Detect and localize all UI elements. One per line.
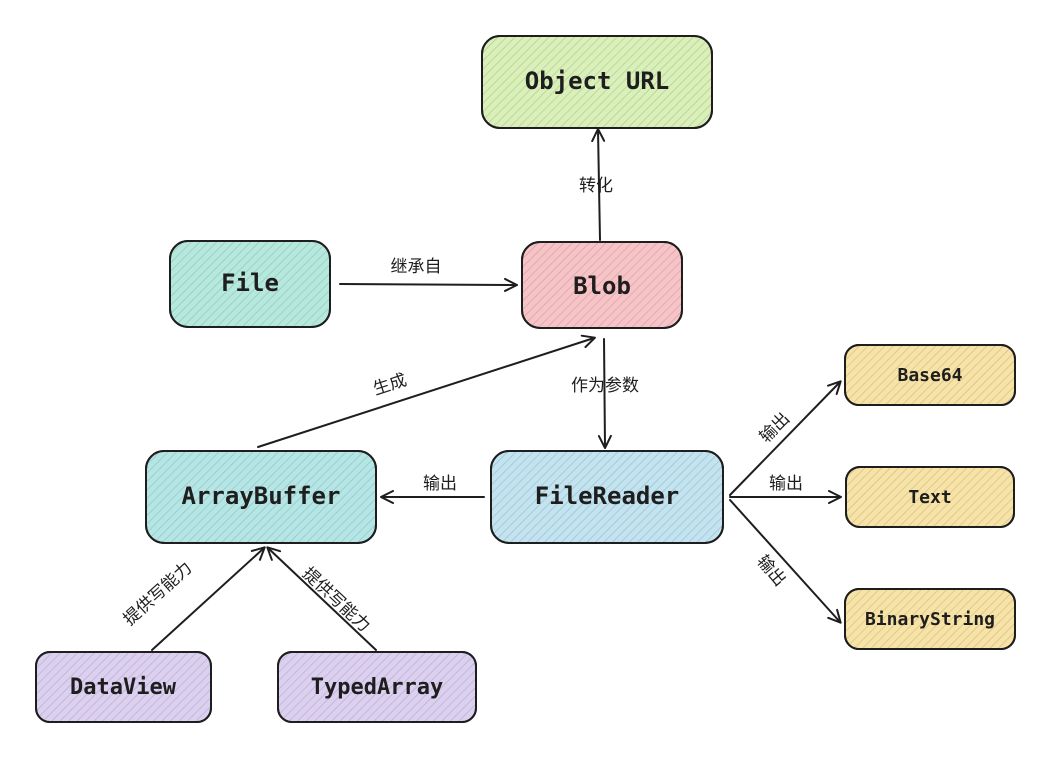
edge-label-blob-to-reader: 作为参数: [571, 376, 639, 396]
edge-label-reader-to-text: 输出: [769, 474, 803, 494]
node-binarystring-hatch: [844, 588, 1016, 650]
edge-typedarray-to-arraybuffer: [266, 546, 377, 651]
edge-label-reader-to-buffer: 输出: [423, 474, 457, 494]
node-object-url: Object URL: [481, 35, 713, 129]
edge-dataview-to-arraybuffer: [151, 546, 266, 651]
node-typedarray: TypedArray: [277, 651, 477, 723]
node-blob-hatch: [521, 241, 683, 329]
node-filereader: FileReader: [490, 450, 724, 544]
node-blob-label: Blob: [573, 272, 631, 300]
node-arraybuffer-label: ArrayBuffer: [182, 482, 341, 510]
node-dataview: DataView: [35, 651, 212, 723]
node-base64-label: Base64: [897, 365, 962, 386]
edge-filereader-to-binarystring: [729, 499, 842, 624]
edge-file-to-blob: [339, 277, 518, 292]
edge-label-file-to-blob: 继承自: [391, 257, 442, 277]
node-arraybuffer: ArrayBuffer: [145, 450, 377, 544]
node-text: Text: [845, 466, 1015, 528]
node-binarystring: BinaryString: [844, 588, 1016, 650]
node-file-label: File: [221, 269, 279, 297]
node-arraybuffer-hatch: [145, 450, 377, 544]
node-blob: Blob: [521, 241, 683, 329]
edge-label-blob-to-url: 转化: [579, 176, 613, 196]
node-typedarray-hatch: [277, 651, 477, 723]
edge-blob-to-object-url: [591, 128, 606, 241]
edge-blob-to-filereader: [597, 338, 612, 449]
node-text-hatch: [845, 466, 1015, 528]
node-file: File: [169, 240, 331, 328]
edge-filereader-to-base64: [729, 380, 842, 496]
edge-arraybuffer-to-blob: [257, 334, 596, 448]
node-dataview-hatch: [35, 651, 212, 723]
edge-label-buffer-to-blob: 生成: [371, 370, 410, 400]
node-base64: Base64: [844, 344, 1016, 406]
node-filereader-label: FileReader: [535, 482, 680, 510]
node-object-url-label: Object URL: [525, 67, 670, 95]
edge-label-reader-to-base64: 输出: [756, 409, 794, 447]
node-file-hatch: [169, 240, 331, 328]
node-filereader-hatch: [490, 450, 724, 544]
edge-label-reader-to-binary: 输出: [752, 552, 789, 591]
edge-label-typedarray-to-buffer: 提供写能力: [298, 564, 374, 637]
node-typedarray-label: TypedArray: [311, 675, 443, 700]
node-base64-hatch: [844, 344, 1016, 406]
node-binarystring-label: BinaryString: [865, 609, 995, 630]
node-text-label: Text: [908, 487, 951, 508]
node-object-url-hatch: [481, 35, 713, 129]
node-dataview-label: DataView: [70, 675, 177, 700]
